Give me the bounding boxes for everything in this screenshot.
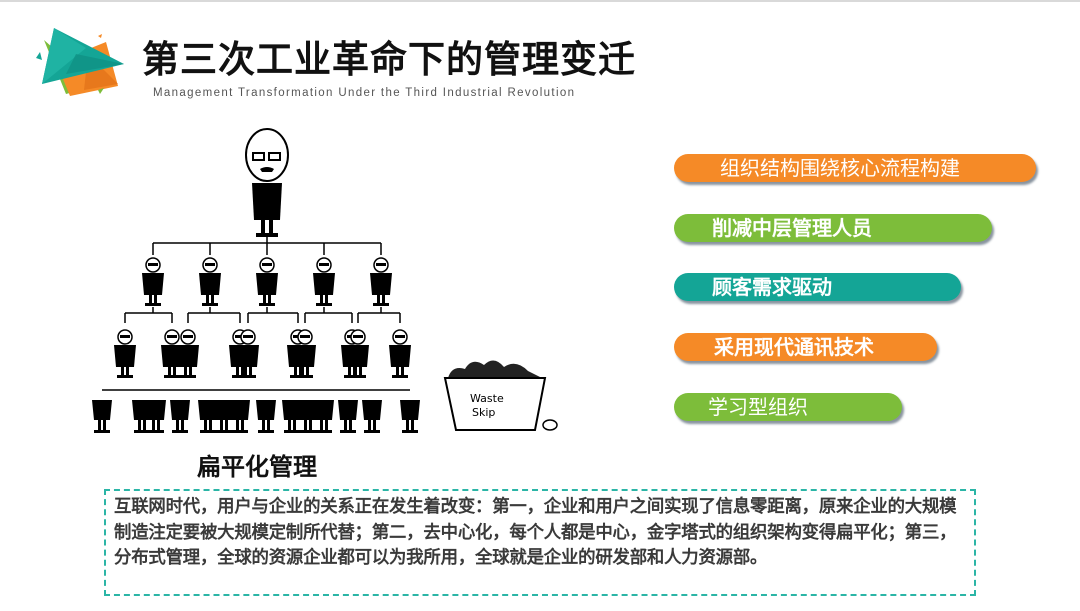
- point-pill-5: 学习型组织: [674, 393, 902, 421]
- svg-text:Skip: Skip: [472, 406, 495, 419]
- point-pill-1: 组织结构围绕核心流程构建: [674, 154, 1036, 182]
- illustration-caption: 扁平化管理: [197, 453, 317, 481]
- org-chart-cartoon-illustration: Waste Skip: [92, 128, 558, 433]
- point-label: 削减中层管理人员: [712, 216, 872, 240]
- summary-textbox: 互联网时代，用户与企业的关系正在发生着改变：第一，企业和用户之间实现了信息零距离…: [104, 489, 976, 596]
- summary-text: 互联网时代，用户与企业的关系正在发生着改变：第一，企业和用户之间实现了信息零距离…: [114, 497, 957, 568]
- waste-skip: Waste Skip: [443, 360, 558, 431]
- point-label: 学习型组织: [708, 395, 808, 419]
- slide-title: 第三次工业革命下的管理变迁: [142, 38, 636, 81]
- point-label: 组织结构围绕核心流程构建: [720, 156, 960, 180]
- point-label: 采用现代通讯技术: [714, 335, 874, 359]
- point-pill-3: 顾客需求驱动: [674, 273, 961, 301]
- svg-text:Waste: Waste: [470, 392, 504, 405]
- slide-subtitle: Management Transformation Under the Thir…: [153, 87, 576, 99]
- point-pill-2: 削减中层管理人员: [674, 214, 992, 242]
- origami-triangle-logo-icon: [36, 28, 124, 96]
- point-pill-4: 采用现代通讯技术: [674, 333, 937, 361]
- point-label: 顾客需求驱动: [712, 275, 832, 299]
- boss-figure: [245, 128, 289, 237]
- top-border: [0, 0, 1080, 2]
